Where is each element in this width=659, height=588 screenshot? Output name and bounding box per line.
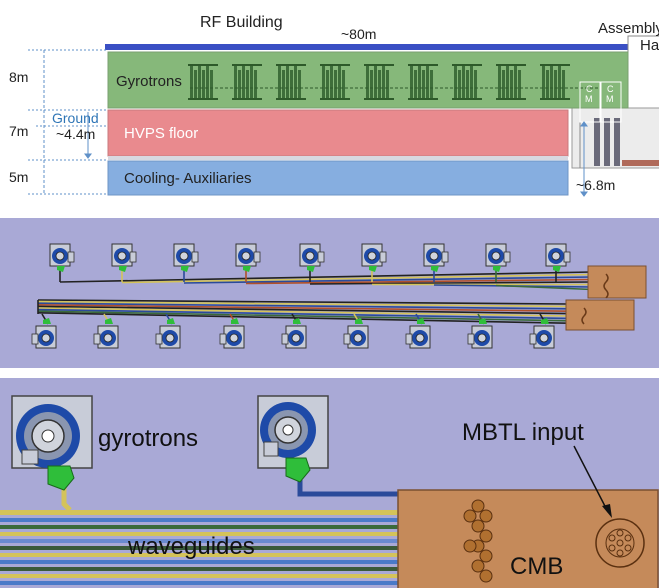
gyrotron-unit-2	[257, 395, 329, 483]
roof-line	[105, 44, 629, 50]
gyrotrons-label: gyrotrons	[98, 425, 198, 452]
gyrotron-plan-unit	[49, 243, 75, 272]
gyrotron-section-unit	[452, 64, 482, 100]
gyrotron-plan-unit	[93, 318, 119, 349]
gyrotron-section-unit	[496, 64, 526, 100]
waveguide-bundles	[37, 268, 593, 325]
floor-label-hvps: HVPS floor	[124, 125, 198, 142]
gyrotron-plan-unit	[281, 318, 307, 349]
mbtl-input-port	[595, 518, 645, 568]
waveguides-label: waveguides	[127, 533, 255, 560]
cooling-floor	[107, 160, 569, 196]
gyrotron-plan-unit	[485, 243, 511, 272]
gyrotron-unit-1	[11, 395, 93, 491]
hall-label: Hal	[640, 37, 659, 54]
height-cooling-label: 5m	[9, 169, 28, 185]
gyrotron-plan-unit	[545, 243, 571, 272]
gyrotron-section-unit	[276, 64, 306, 100]
gyrotron-plan-unit	[467, 318, 493, 349]
height-gyro-label: 8m	[9, 69, 28, 85]
gyrotron-plan-unit	[361, 243, 387, 272]
rf-building-label: RF Building	[200, 14, 283, 31]
cm-box-2	[600, 81, 622, 123]
cm-letter-c-1: C	[586, 84, 593, 94]
cmb-bellows	[463, 499, 493, 583]
cmb-label: CMB	[510, 553, 563, 580]
gyrotron-section-unit	[232, 64, 262, 100]
assembly-label: Assembly	[598, 20, 659, 37]
gyrotron-plan-unit	[343, 318, 369, 349]
layout-plan-panel	[0, 218, 659, 368]
ground-label: Ground	[52, 110, 99, 126]
waveguide-lines	[0, 480, 400, 585]
gyrotron-section-unit	[408, 64, 438, 100]
gyrotron-plan-unit	[155, 318, 181, 349]
gyrotron-plan-unit	[299, 243, 325, 272]
detail-zoom-panel: gyrotrons waveguides MBTL input CMB	[0, 378, 659, 588]
gyrotron-plan-unit	[173, 243, 199, 272]
gyrotron-plan-unit	[405, 318, 431, 349]
gyrotron-section-unit	[188, 64, 218, 100]
mbtl-input-label: MBTL input	[462, 419, 584, 446]
cm-box-1	[579, 81, 601, 123]
height-hvps-label: 7m	[9, 123, 28, 139]
cmb-block-lower	[565, 299, 635, 331]
gyrotron-plan-units	[31, 243, 571, 349]
gyrotron-section-unit	[320, 64, 350, 100]
depth-right-label: ~6.8m	[576, 177, 615, 193]
length-label: ~80m	[341, 26, 376, 42]
dimension-lines	[28, 49, 588, 197]
gyrotron-plan-unit	[31, 318, 57, 349]
gyrotron-section-unit	[364, 64, 394, 100]
cm-letter-m-2: M	[606, 94, 614, 104]
gyrotron-section-unit	[540, 64, 570, 100]
gyrotron-plan-unit	[219, 318, 245, 349]
gyrotron-plan-unit	[529, 318, 555, 349]
mbtl-arrow	[573, 445, 609, 513]
cmb-block-upper	[587, 265, 647, 299]
cm-letter-c-2: C	[607, 84, 614, 94]
gyrotron-units	[188, 64, 600, 100]
cm-letter-m-1: M	[585, 94, 593, 104]
floor-label-cooling: Cooling- Auxiliaries	[124, 170, 252, 187]
building-section-panel: C M C M Gyrotrons HVPS floor Cooling- Au…	[9, 14, 659, 197]
floor-label-gyrotrons: Gyrotrons	[116, 73, 182, 90]
gyrotron-plan-unit	[111, 243, 137, 272]
ground-depth-label: ~4.4m	[56, 126, 95, 142]
gyrotron-plan-unit	[423, 243, 449, 272]
gyrotron-plan-unit	[235, 243, 261, 272]
